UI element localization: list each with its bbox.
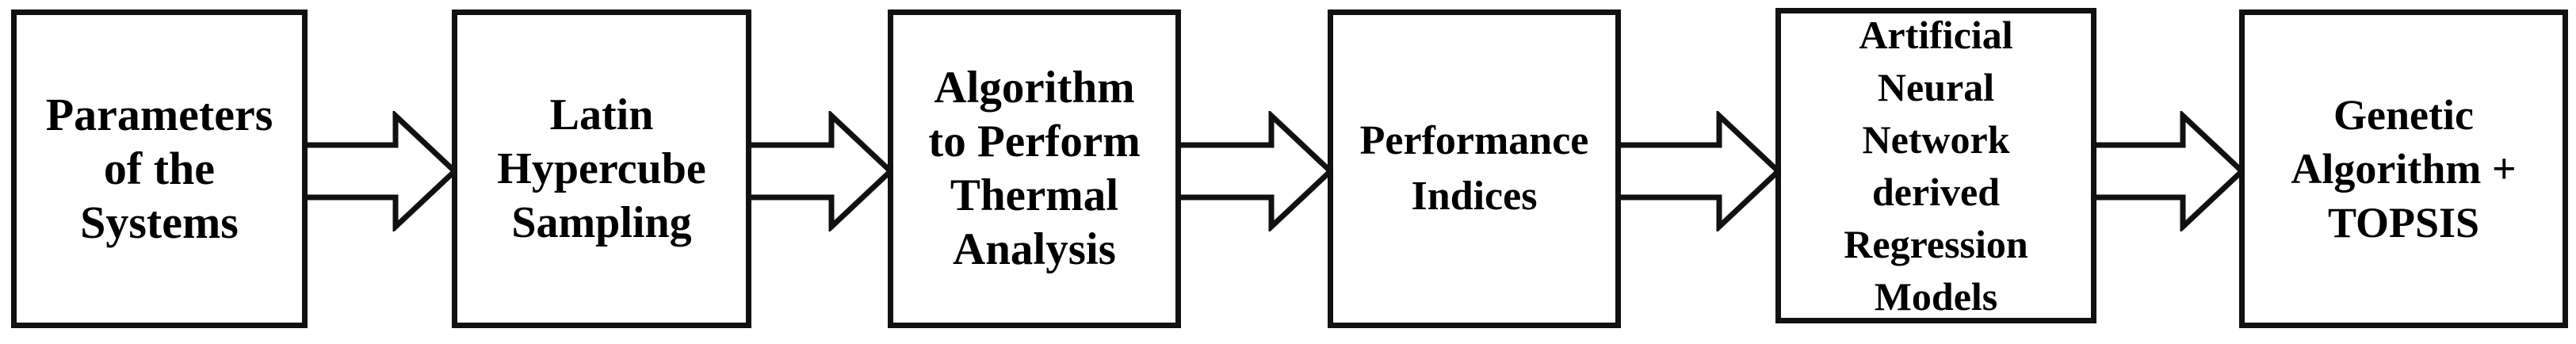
flow-node-parameters-of-the-systems[interactable]: Parameters of the Systems xyxy=(11,10,308,328)
flow-arrow-right-icon xyxy=(1175,111,1333,231)
flow-node-genetic-algorithm-topsis[interactable]: Genetic Algorithm + TOPSIS xyxy=(2239,10,2568,328)
flow-arrow-right-icon xyxy=(746,111,893,231)
flow-arrow-right-icon xyxy=(302,111,457,231)
flow-arrow-right-icon xyxy=(1615,111,1781,231)
flow-node-performance-indices[interactable]: Performance Indices xyxy=(1328,10,1621,328)
flow-node-label: Genetic Algorithm + TOPSIS xyxy=(2291,91,2517,247)
flow-node-label: Latin Hypercube Sampling xyxy=(497,90,706,247)
flow-arrow-right-icon xyxy=(2091,111,2245,231)
flow-node-ann-derived-regression-models[interactable]: Artificial Neural Network derived Regres… xyxy=(1775,8,2096,323)
flow-node-label: Algorithm to Perform Thermal Analysis xyxy=(928,63,1141,274)
flow-node-label: Parameters of the Systems xyxy=(45,89,273,248)
flow-node-label: Performance Indices xyxy=(1359,118,1589,219)
flow-node-latin-hypercube-sampling[interactable]: Latin Hypercube Sampling xyxy=(452,10,751,328)
flow-node-algorithm-to-perform-thermal-analysis[interactable]: Algorithm to Perform Thermal Analysis xyxy=(888,10,1181,328)
flow-node-label: Artificial Neural Network derived Regres… xyxy=(1844,13,2028,319)
